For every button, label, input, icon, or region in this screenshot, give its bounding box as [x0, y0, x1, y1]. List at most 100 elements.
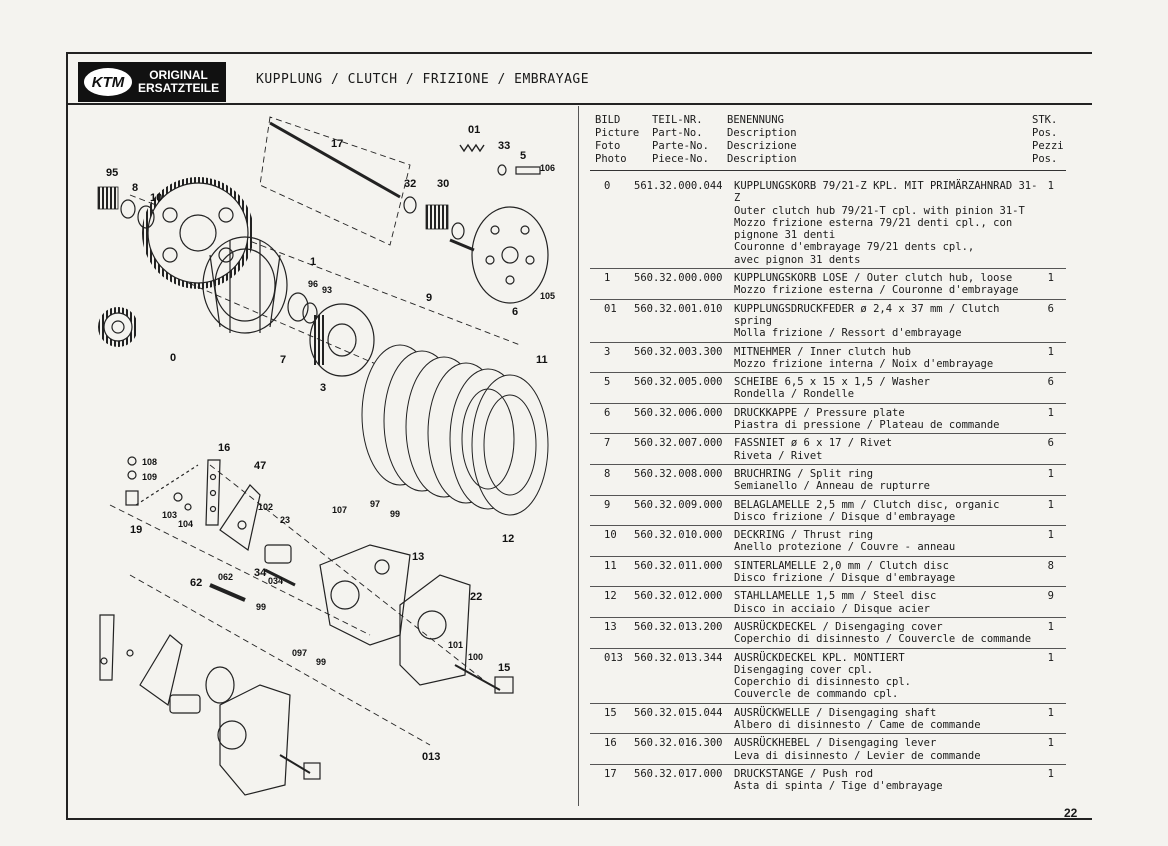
- label-32: 32: [404, 178, 416, 190]
- part-description: AUSRÜCKWELLE / Disengaging shaft Albero …: [734, 706, 981, 731]
- label-9: 9: [426, 292, 432, 304]
- part-description: AUSRÜCKDECKEL / Disengaging cover Coperc…: [734, 620, 1032, 646]
- part-description: BRUCHRING / Split ring Semianello / Anne…: [734, 467, 930, 493]
- label-22: 22: [470, 591, 482, 603]
- part-bild: 1: [604, 272, 611, 285]
- header-benennung-fr: Description: [727, 153, 797, 165]
- header-stk-de: STK.: [1032, 114, 1058, 126]
- label-8: 8: [132, 182, 138, 194]
- label-17: 17: [331, 138, 343, 150]
- part-number: 560.32.005.000: [634, 376, 723, 389]
- label-104: 104: [178, 519, 193, 529]
- part-number: 560.32.003.300: [634, 345, 723, 358]
- part-bild: 01: [604, 302, 617, 315]
- header-bild-fr: Photo: [595, 153, 627, 165]
- part-quantity: 1: [1047, 706, 1054, 719]
- page-title: KUPPLUNG / CLUTCH / FRIZIONE / EMBRAYAGE: [256, 72, 590, 87]
- header-benennung-en: Description: [727, 127, 797, 139]
- part-bild: 7: [604, 437, 611, 450]
- part-bild: 013: [604, 651, 623, 664]
- part-quantity: 1: [1047, 467, 1054, 480]
- part-bild: 6: [604, 406, 611, 419]
- logo-text: ORIGINAL ERSATZTEILE: [138, 69, 219, 95]
- label-99-b: 99: [256, 602, 266, 612]
- part-quantity: 9: [1047, 590, 1054, 603]
- part-bild: 3: [604, 345, 611, 358]
- header-benennung-it: Descrizione: [727, 140, 797, 152]
- label-5: 5: [520, 150, 526, 162]
- header-stk-fr: Pos.: [1032, 153, 1058, 165]
- part-quantity: 1: [1047, 737, 1054, 750]
- part-number: 560.32.012.000: [634, 590, 723, 603]
- part-bild: 5: [604, 376, 611, 389]
- label-101: 101: [448, 640, 463, 650]
- label-097: 097: [292, 648, 307, 658]
- header-teil-it: Parte-No.: [652, 140, 709, 152]
- label-99-a: 99: [390, 509, 400, 519]
- label-33: 33: [498, 140, 510, 152]
- header-bar: [66, 57, 1092, 105]
- part-quantity: 1: [1047, 345, 1054, 358]
- label-96: 96: [308, 279, 318, 289]
- label-7: 7: [280, 354, 286, 366]
- label-13: 13: [412, 551, 424, 563]
- column-divider: [578, 106, 579, 806]
- part-number: 560.32.009.000: [634, 498, 723, 511]
- part-number: 560.32.013.344: [634, 651, 723, 664]
- label-034: 034: [268, 576, 283, 586]
- logo-line2: ERSATZTEILE: [138, 81, 220, 95]
- part-number: 560.32.001.010: [634, 302, 723, 315]
- part-bild: 0: [604, 180, 611, 192]
- page-number: 22: [1064, 806, 1078, 820]
- part-quantity: 1: [1047, 272, 1054, 285]
- part-quantity: 6: [1047, 376, 1054, 389]
- header-rule: [590, 170, 1066, 171]
- part-number: 560.32.007.000: [634, 437, 723, 450]
- label-102: 102: [258, 502, 273, 512]
- label-108: 108: [142, 457, 157, 467]
- page-frame: [66, 52, 1092, 820]
- header-bild-it: Foto: [595, 140, 621, 152]
- label-105: 105: [540, 291, 555, 301]
- part-quantity: 1: [1047, 767, 1054, 780]
- part-number: 560.32.016.300: [634, 737, 723, 750]
- ktm-logo: KTM ORIGINAL ERSATZTEILE: [78, 62, 226, 102]
- label-01: 01: [468, 124, 480, 136]
- header-bild-de: BILD: [595, 114, 621, 126]
- part-quantity: 1: [1047, 498, 1054, 511]
- part-bild: 8: [604, 467, 611, 480]
- header-teil-en: Part-No.: [652, 127, 703, 139]
- header-stk-en: Pos.: [1032, 127, 1058, 139]
- part-bild: 16: [604, 737, 617, 750]
- column-header-teil: TEIL-NR. Part-No. Parte-No. Piece-No.: [652, 114, 709, 166]
- part-number: 560.32.011.000: [634, 559, 723, 572]
- column-header-bild: BILD Picture Foto Photo: [595, 114, 639, 166]
- label-62: 62: [190, 577, 202, 589]
- label-95: 95: [106, 167, 118, 179]
- header-benennung-de: BENENNUNG: [727, 114, 784, 126]
- part-bild: 15: [604, 706, 617, 719]
- label-103: 103: [162, 510, 177, 520]
- label-062: 062: [218, 572, 233, 582]
- label-34: 34: [254, 567, 267, 579]
- part-description: KUPPLUNGSKORB 79/21-Z KPL. MIT PRIMÄRZAH…: [734, 180, 1038, 266]
- part-description: DECKRING / Thrust ring Anello protezione…: [734, 529, 956, 554]
- part-quantity: 1: [1047, 620, 1054, 633]
- label-30: 30: [437, 178, 449, 190]
- part-bild: 9: [604, 498, 611, 511]
- label-6: 6: [512, 306, 518, 318]
- label-107: 107: [332, 505, 347, 515]
